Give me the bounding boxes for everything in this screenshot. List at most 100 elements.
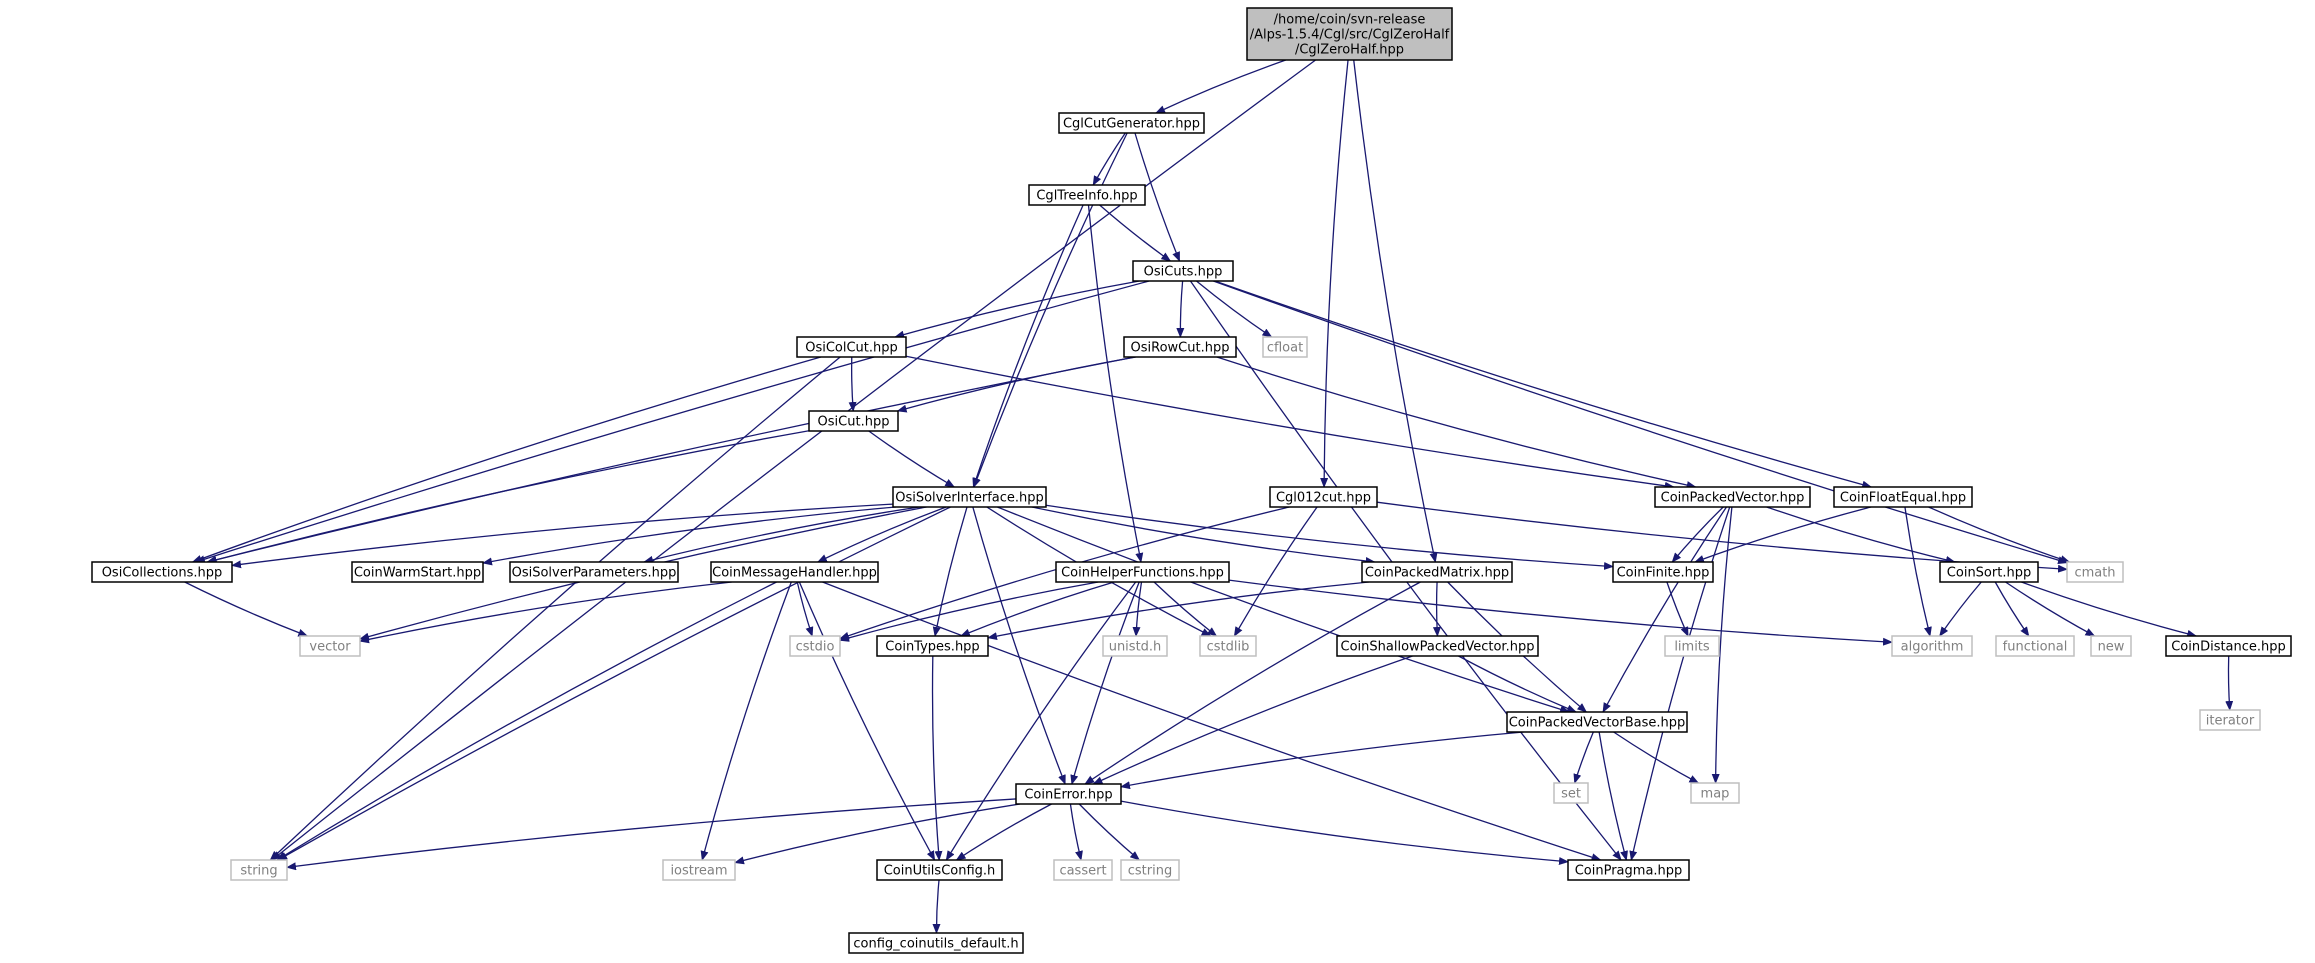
node-label-iterator: iterator <box>2206 714 2255 729</box>
node-cstring: cstring <box>1120 859 1180 881</box>
node-label-functional: functional <box>2003 640 2068 655</box>
node-box-coinutilsconfig <box>876 859 1003 881</box>
node-box-osicuts <box>1132 260 1234 282</box>
node-cointypes[interactable]: CoinTypes.hpp <box>876 635 989 657</box>
edge-coinpvbase-to-map <box>1613 731 1700 784</box>
node-coinpragma[interactable]: CoinPragma.hpp <box>1567 859 1690 881</box>
edge-coinsort-to-new <box>2005 581 2096 637</box>
node-root[interactable]: /home/coin/svn-release/Alps-1.5.4/Cgl/sr… <box>1246 7 1453 61</box>
node-cglcutgen[interactable]: CglCutGenerator.hpp <box>1058 112 1205 134</box>
node-box-coinwarmstart <box>351 561 484 583</box>
node-box-unistd <box>1102 635 1168 657</box>
node-label-coinpvbase: CoinPackedVectorBase.hpp <box>1509 716 1686 731</box>
edge-coinpvbase-to-set <box>1573 731 1594 784</box>
node-coinpackedmatrix[interactable]: CoinPackedMatrix.hpp <box>1361 561 1513 583</box>
edge-coinsort-to-algorithm <box>1939 581 1982 637</box>
edge-osicuts-to-osirowcut <box>1176 280 1185 338</box>
node-label-cassert: cassert <box>1059 864 1106 879</box>
node-box-coinhelper <box>1055 561 1230 583</box>
edge-coinhelper-to-unistd <box>1132 581 1143 637</box>
node-box-cgl012 <box>1269 486 1378 508</box>
edge-cglcutgen-to-cgltreeinfo <box>1092 132 1126 186</box>
node-cstdlib: cstdlib <box>1199 635 1257 657</box>
node-coinfloatequal[interactable]: CoinFloatEqual.hpp <box>1833 486 1973 508</box>
node-iterator: iterator <box>2199 709 2261 731</box>
edge-osirowcut-to-osicollections <box>206 356 1135 564</box>
edge-root-to-cglcutgen <box>1155 59 1287 114</box>
edge-cglcutgen-to-osicuts <box>1134 132 1181 262</box>
edge-coinfinite-to-limits <box>1666 581 1689 637</box>
node-label-cstdlib: cstdlib <box>1207 640 1250 655</box>
node-coinshallow[interactable]: CoinShallowPackedVector.hpp <box>1336 635 1539 657</box>
node-coinerror[interactable]: CoinError.hpp <box>1015 783 1122 805</box>
node-configdefault[interactable]: config_coinutils_default.h <box>848 932 1024 954</box>
node-label-coinpackedvector: CoinPackedVector.hpp <box>1661 491 1805 506</box>
edge-osicolcut-to-osicollections <box>191 356 822 563</box>
node-coinwarmstart[interactable]: CoinWarmStart.hpp <box>351 561 484 583</box>
edge-coinmsghandler-to-string <box>276 581 777 861</box>
edge-coinpvbase-to-coinpragma <box>1598 731 1628 861</box>
node-label-coindistance: CoinDistance.hpp <box>2171 640 2286 655</box>
node-coinutilsconfig[interactable]: CoinUtilsConfig.h <box>876 859 1003 881</box>
node-label-root: /home/coin/svn-release <box>1274 13 1426 28</box>
node-label-cglcutgen: CglCutGenerator.hpp <box>1063 117 1200 132</box>
node-box-coinfinite <box>1612 561 1714 583</box>
node-box-set <box>1553 782 1589 804</box>
edge-coinhelper-to-cointypes <box>959 581 1115 637</box>
node-label-iostream: iostream <box>670 864 727 879</box>
edge-coinmsghandler-to-coinpragma <box>822 581 1602 862</box>
node-label-cstdio: cstdio <box>796 640 835 655</box>
node-box-cstdlib <box>1199 635 1257 657</box>
node-label-osicuts: OsiCuts.hpp <box>1144 265 1223 280</box>
edge-coinerror-to-coinutilsconfig <box>955 803 1052 861</box>
edge-cgltreeinfo-to-osisolver <box>972 204 1084 488</box>
node-box-string <box>230 859 288 881</box>
node-coinhelper[interactable]: CoinHelperFunctions.hpp <box>1055 561 1230 583</box>
node-osirowcut[interactable]: OsiRowCut.hpp <box>1123 336 1237 358</box>
edge-osicolcut-to-string <box>269 356 841 861</box>
node-osisolverparams[interactable]: OsiSolverParameters.hpp <box>509 561 679 583</box>
node-label-coinutilsconfig: CoinUtilsConfig.h <box>884 864 996 879</box>
node-coinpackedvector[interactable]: CoinPackedVector.hpp <box>1654 486 1811 508</box>
node-coinmsghandler[interactable]: CoinMessageHandler.hpp <box>710 561 879 583</box>
node-osisolver[interactable]: OsiSolverInterface.hpp <box>892 486 1047 508</box>
node-box-iterator <box>2199 709 2261 731</box>
node-cgl012[interactable]: Cgl012cut.hpp <box>1269 486 1378 508</box>
node-box-osisolver <box>892 486 1047 508</box>
nodes-layer: /home/coin/svn-release/Alps-1.5.4/Cgl/sr… <box>91 7 2292 954</box>
node-label-root: /CglZeroHalf.hpp <box>1295 43 1404 58</box>
node-box-map <box>1690 782 1740 804</box>
edge-coinpackedmatrix-to-coinshallow <box>1432 581 1441 637</box>
node-osicolcut[interactable]: OsiColCut.hpp <box>796 336 907 358</box>
node-label-osirowcut: OsiRowCut.hpp <box>1131 341 1230 356</box>
edge-osicuts-to-cfloat <box>1196 280 1273 338</box>
edge-coinfloatequal-to-coinfinite <box>1694 506 1872 563</box>
node-label-coinerror: CoinError.hpp <box>1024 788 1112 803</box>
node-coinpvbase[interactable]: CoinPackedVectorBase.hpp <box>1506 711 1688 733</box>
edge-coinutilsconfig-to-configdefault <box>932 879 941 934</box>
node-cfloat: cfloat <box>1262 336 1308 358</box>
edges-layer <box>184 59 2234 934</box>
node-osicollections[interactable]: OsiCollections.hpp <box>91 561 233 583</box>
node-coinsort[interactable]: CoinSort.hpp <box>1939 561 2039 583</box>
node-label-cgl012: Cgl012cut.hpp <box>1276 491 1371 506</box>
node-osicuts[interactable]: OsiCuts.hpp <box>1132 260 1234 282</box>
edge-osisolver-to-string <box>277 506 951 861</box>
edge-osisolver-to-coinfinite <box>1045 504 1614 570</box>
node-box-coinerror <box>1015 783 1122 805</box>
node-cgltreeinfo[interactable]: CglTreeInfo.hpp <box>1028 184 1146 206</box>
edge-osicuts-to-coinfloatequal <box>1214 280 1873 489</box>
node-label-algorithm: algorithm <box>1901 640 1964 655</box>
node-osicut[interactable]: OsiCut.hpp <box>808 410 899 432</box>
node-set: set <box>1553 782 1589 804</box>
node-box-vector <box>299 635 361 657</box>
node-label-cstring: cstring <box>1128 864 1172 879</box>
node-box-cstdio <box>789 635 841 657</box>
node-box-osisolverparams <box>509 561 679 583</box>
node-box-coinpackedmatrix <box>1361 561 1513 583</box>
edge-root-to-coinpackedmatrix <box>1353 59 1438 563</box>
node-coinfinite[interactable]: CoinFinite.hpp <box>1612 561 1714 583</box>
node-coindistance[interactable]: CoinDistance.hpp <box>2165 635 2292 657</box>
edge-coinfloatequal-to-algorithm <box>1904 506 1932 637</box>
edge-root-to-string <box>271 59 1316 861</box>
